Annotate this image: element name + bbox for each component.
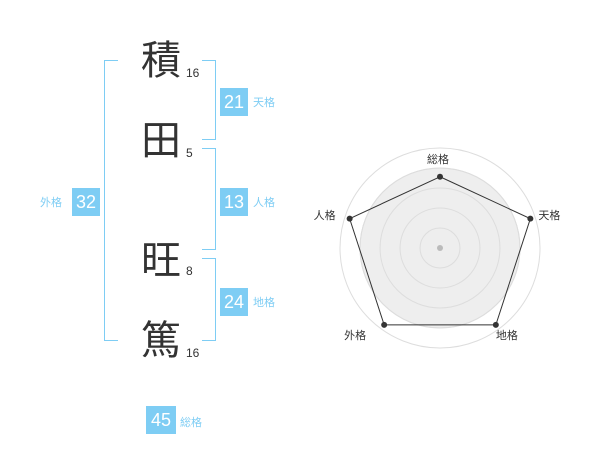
stroke-count-4: 16 bbox=[186, 346, 200, 360]
radar-axis-label-gaikaku: 外格 bbox=[344, 328, 367, 342]
radar-ring-1 bbox=[419, 227, 461, 269]
radar-axis-label-chikaku: 地格 bbox=[495, 328, 518, 342]
radar-axis-label-tenkaku: 天格 bbox=[538, 208, 561, 222]
radar-point-2 bbox=[492, 321, 499, 328]
chikaku-label: 地格 bbox=[253, 296, 275, 309]
radar-data-polygon bbox=[349, 176, 531, 326]
name-char-3: 旺 bbox=[141, 238, 181, 284]
radar-ring-2 bbox=[399, 207, 481, 289]
radar-point-1 bbox=[527, 215, 534, 222]
radar-center-dot bbox=[437, 245, 443, 251]
radar-ring-3 bbox=[379, 187, 501, 309]
soukaku-score-badge: 45 bbox=[146, 406, 176, 434]
name-char-2: 田 bbox=[141, 118, 181, 164]
radar-axis-label-soukaku: 総格 bbox=[427, 152, 449, 166]
radar-point-3 bbox=[381, 321, 388, 328]
radar-ring-4 bbox=[359, 167, 521, 329]
tenkaku-score-badge: 21 bbox=[220, 88, 248, 116]
tenkaku-bracket bbox=[202, 60, 216, 140]
jinkaku-score-badge: 13 bbox=[220, 188, 248, 216]
chikaku-bracket bbox=[202, 258, 216, 341]
stroke-count-2: 5 bbox=[186, 146, 193, 160]
stroke-count-3: 8 bbox=[186, 264, 193, 278]
gaikaku-score-badge: 32 bbox=[72, 188, 100, 216]
jinkaku-bracket bbox=[202, 148, 216, 250]
tenkaku-label: 天格 bbox=[253, 96, 275, 109]
stroke-count-1: 16 bbox=[186, 66, 200, 80]
jinkaku-label: 人格 bbox=[253, 196, 275, 209]
gaikaku-label: 外格 bbox=[40, 196, 62, 209]
gaikaku-bracket bbox=[104, 60, 118, 341]
fortune-radar-chart bbox=[339, 147, 541, 349]
soukaku-label: 総格 bbox=[180, 416, 202, 429]
radar-point-4 bbox=[346, 215, 353, 222]
name-char-1: 積 bbox=[141, 38, 181, 84]
name-char-4: 篤 bbox=[141, 318, 181, 364]
radar-axis-label-jinkaku: 人格 bbox=[313, 208, 336, 222]
chikaku-score-badge: 24 bbox=[220, 288, 248, 316]
radar-point-0 bbox=[437, 173, 443, 180]
